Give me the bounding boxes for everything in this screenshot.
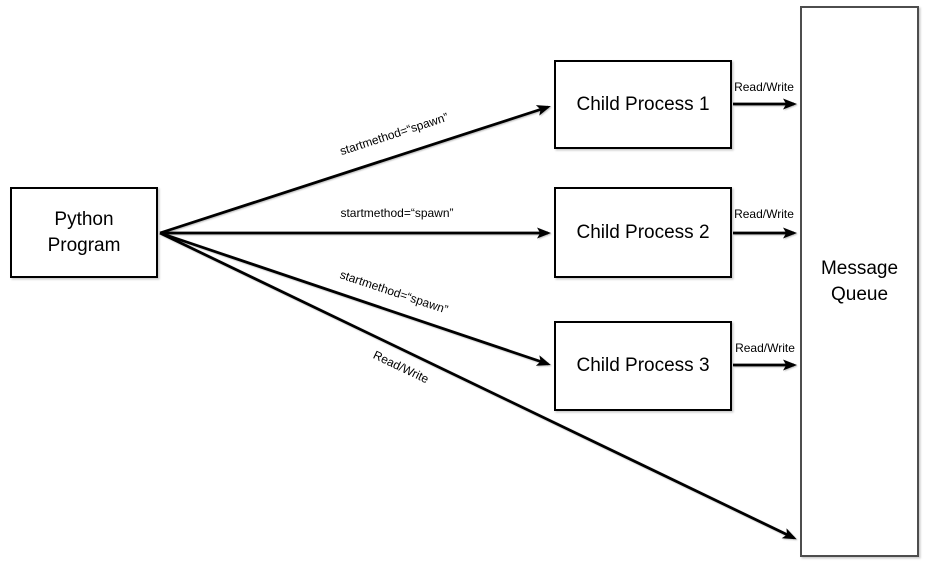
edge-label-spawn-2: startmethod=“spawn” (340, 206, 454, 220)
arrow-python-to-child-1 (159, 105, 551, 235)
message-queue-node: Message Queue (800, 6, 919, 557)
child-process-3-label: Child Process 3 (576, 355, 710, 376)
arrow-python-to-queue (159, 231, 797, 540)
arrow-python-to-child-3 (159, 231, 551, 366)
message-queue-label: Message Queue (820, 257, 899, 305)
edge-label-read-write-3: Read/Write (735, 341, 795, 355)
child-process-3-node: Child Process 3 (554, 321, 732, 411)
child-process-1-node: Child Process 1 (554, 60, 732, 149)
child-process-2-node: Child Process 2 (554, 187, 732, 278)
edge-label-read-write-2: Read/Write (734, 207, 794, 221)
edge-label-read-write-1: Read/Write (734, 80, 794, 94)
child-process-1-label: Child Process 1 (576, 93, 710, 115)
python-program-label: Python Program (47, 208, 121, 256)
python-program-node: Python Program (10, 187, 158, 278)
child-process-2-label: Child Process 2 (576, 221, 710, 243)
